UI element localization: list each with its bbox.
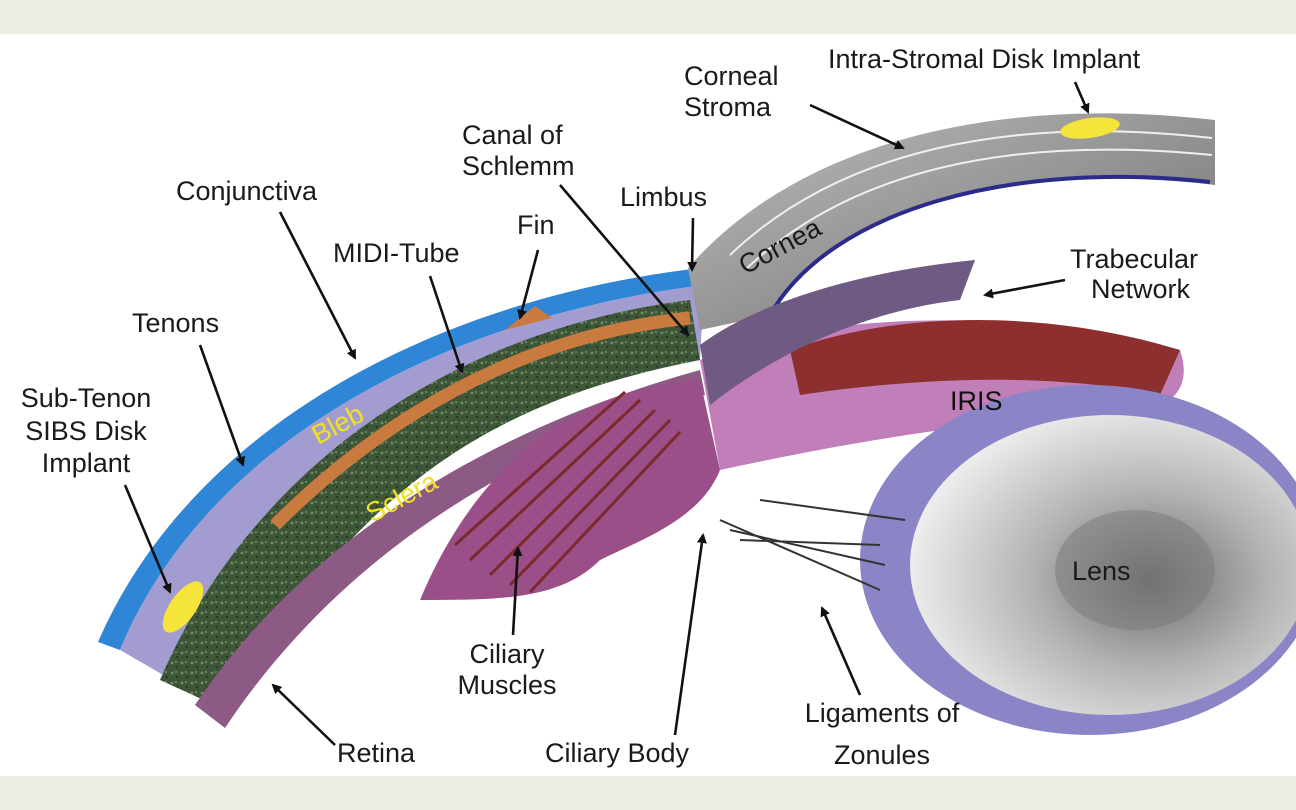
corneal-stroma-lines	[729, 130, 1213, 271]
corneal-stroma-label-2: Stroma	[684, 92, 772, 122]
zonule-fibers	[719, 499, 906, 591]
canal-label-2: Schlemm	[462, 151, 575, 181]
sub-tenon-label-2: SIBS Disk	[25, 416, 147, 446]
sclera-layer	[160, 300, 700, 712]
ligaments-label-1: Ligaments of	[805, 698, 960, 728]
arrow-ciliary-muscles	[511, 546, 523, 636]
sub-tenon-label-3: Implant	[42, 448, 131, 478]
fin-shape	[505, 306, 552, 330]
ciliary-body-label: Ciliary Body	[545, 738, 690, 768]
limbus-label: Limbus	[620, 182, 707, 212]
conjunctiva-label: Conjunctiva	[176, 176, 318, 206]
iris-stroma	[790, 320, 1180, 395]
arrow-sub-tenon	[123, 484, 172, 594]
corneal-stroma-label-1: Corneal	[684, 61, 779, 91]
tenons-label: Tenons	[132, 308, 219, 338]
arrow-conjunctiva	[278, 211, 357, 360]
iris-label: IRIS	[950, 386, 1003, 416]
arrow-limbus	[687, 217, 698, 272]
ligaments-label-2: Zonules	[834, 740, 930, 770]
intra-stromal-label: Intra-Stromal Disk Implant	[828, 44, 1141, 74]
canal-label-1: Canal of	[462, 120, 563, 150]
ciliary-muscles-label-2: Muscles	[457, 670, 556, 700]
intra-stromal-implant	[1060, 117, 1120, 139]
arrow-corneal-stroma	[809, 103, 905, 150]
arrow-ciliary-body	[673, 533, 707, 736]
ciliary-body-shape	[420, 380, 720, 600]
trabecular-label-1: Trabecular	[1070, 244, 1198, 274]
arrow-ligaments	[820, 606, 862, 696]
corneal-endothelium	[768, 174, 1211, 316]
trabecular-shape	[700, 260, 975, 405]
arrow-midi-tube	[428, 275, 465, 374]
midi-tube-shape	[270, 311, 691, 530]
leader-arrows	[123, 81, 1090, 746]
arrow-trabecular	[983, 278, 1066, 299]
arrow-fin	[517, 249, 540, 320]
ciliary-muscles-label-1: Ciliary	[469, 639, 545, 669]
cornea-shape	[688, 113, 1215, 330]
arrow-retina	[271, 683, 336, 746]
lens-label: Lens	[1072, 556, 1131, 586]
retina-label: Retina	[337, 738, 416, 768]
midi-tube-label: MIDI-Tube	[333, 238, 460, 268]
arrow-tenons	[198, 344, 246, 467]
sub-tenon-implant	[162, 581, 204, 633]
trabecular-label-2: Network	[1091, 274, 1191, 304]
lens-nucleus	[1055, 510, 1215, 630]
sub-tenon-label-1: Sub-Tenon	[21, 383, 152, 413]
arrow-intra-stromal	[1073, 81, 1090, 114]
arrow-canal	[559, 184, 690, 337]
fin-label: Fin	[517, 210, 555, 240]
